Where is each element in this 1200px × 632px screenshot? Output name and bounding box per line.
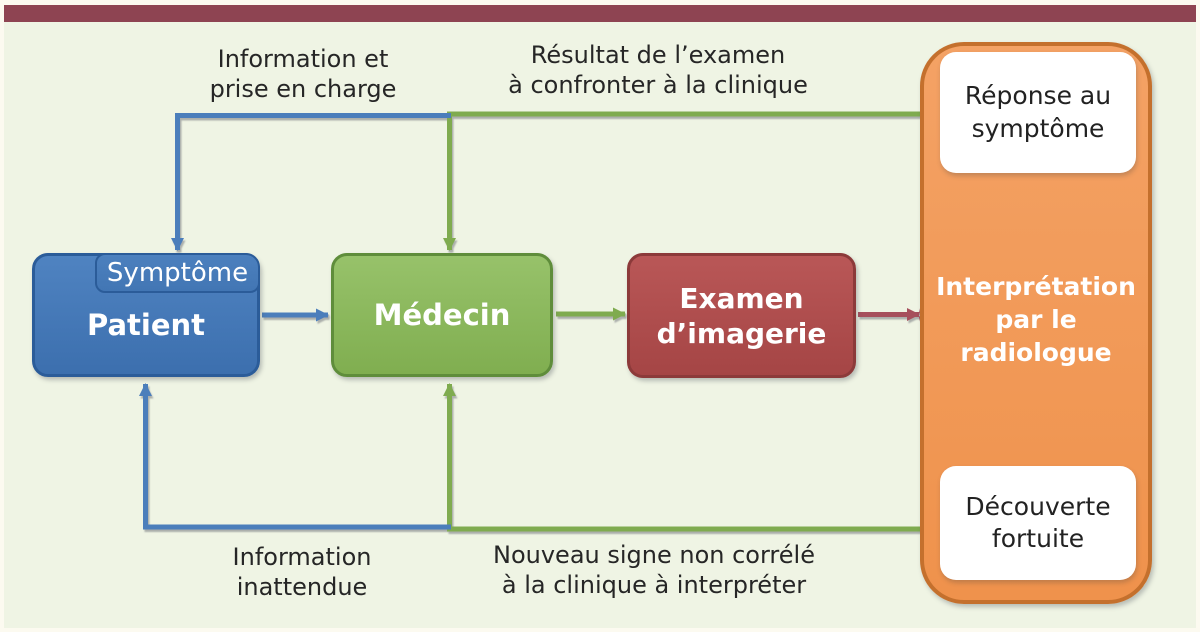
interpretation-label: Interprétation par le radiologue [936, 272, 1136, 367]
node-symptome: Symptôme [95, 253, 260, 293]
label-nouveau-signe: Nouveau signe non corrélé à la clinique … [493, 541, 815, 600]
examen-label: Examen d’imagerie [656, 281, 827, 350]
node-examen-imagerie: Examen d’imagerie [627, 253, 856, 378]
node-medecin: Médecin [331, 253, 553, 377]
symptome-label: Symptôme [106, 258, 249, 288]
patient-label: Patient [86, 308, 206, 342]
medecin-label: Médecin [373, 298, 511, 332]
node-decouverte-fortuite: Découverte fortuite [940, 466, 1136, 580]
label-resultat-examen: Résultat de l’examen à confronter à la c… [508, 41, 808, 100]
decouverte-label: Découverte fortuite [965, 491, 1111, 554]
reponse-label: Réponse au symptôme [964, 81, 1112, 143]
label-information-inattendue: Information inattendue [232, 543, 372, 602]
top-accent-bar [4, 5, 1196, 22]
label-information-prise-en-charge: Information et prise en charge [209, 45, 397, 104]
node-reponse-symptome: Réponse au symptôme [940, 52, 1136, 173]
